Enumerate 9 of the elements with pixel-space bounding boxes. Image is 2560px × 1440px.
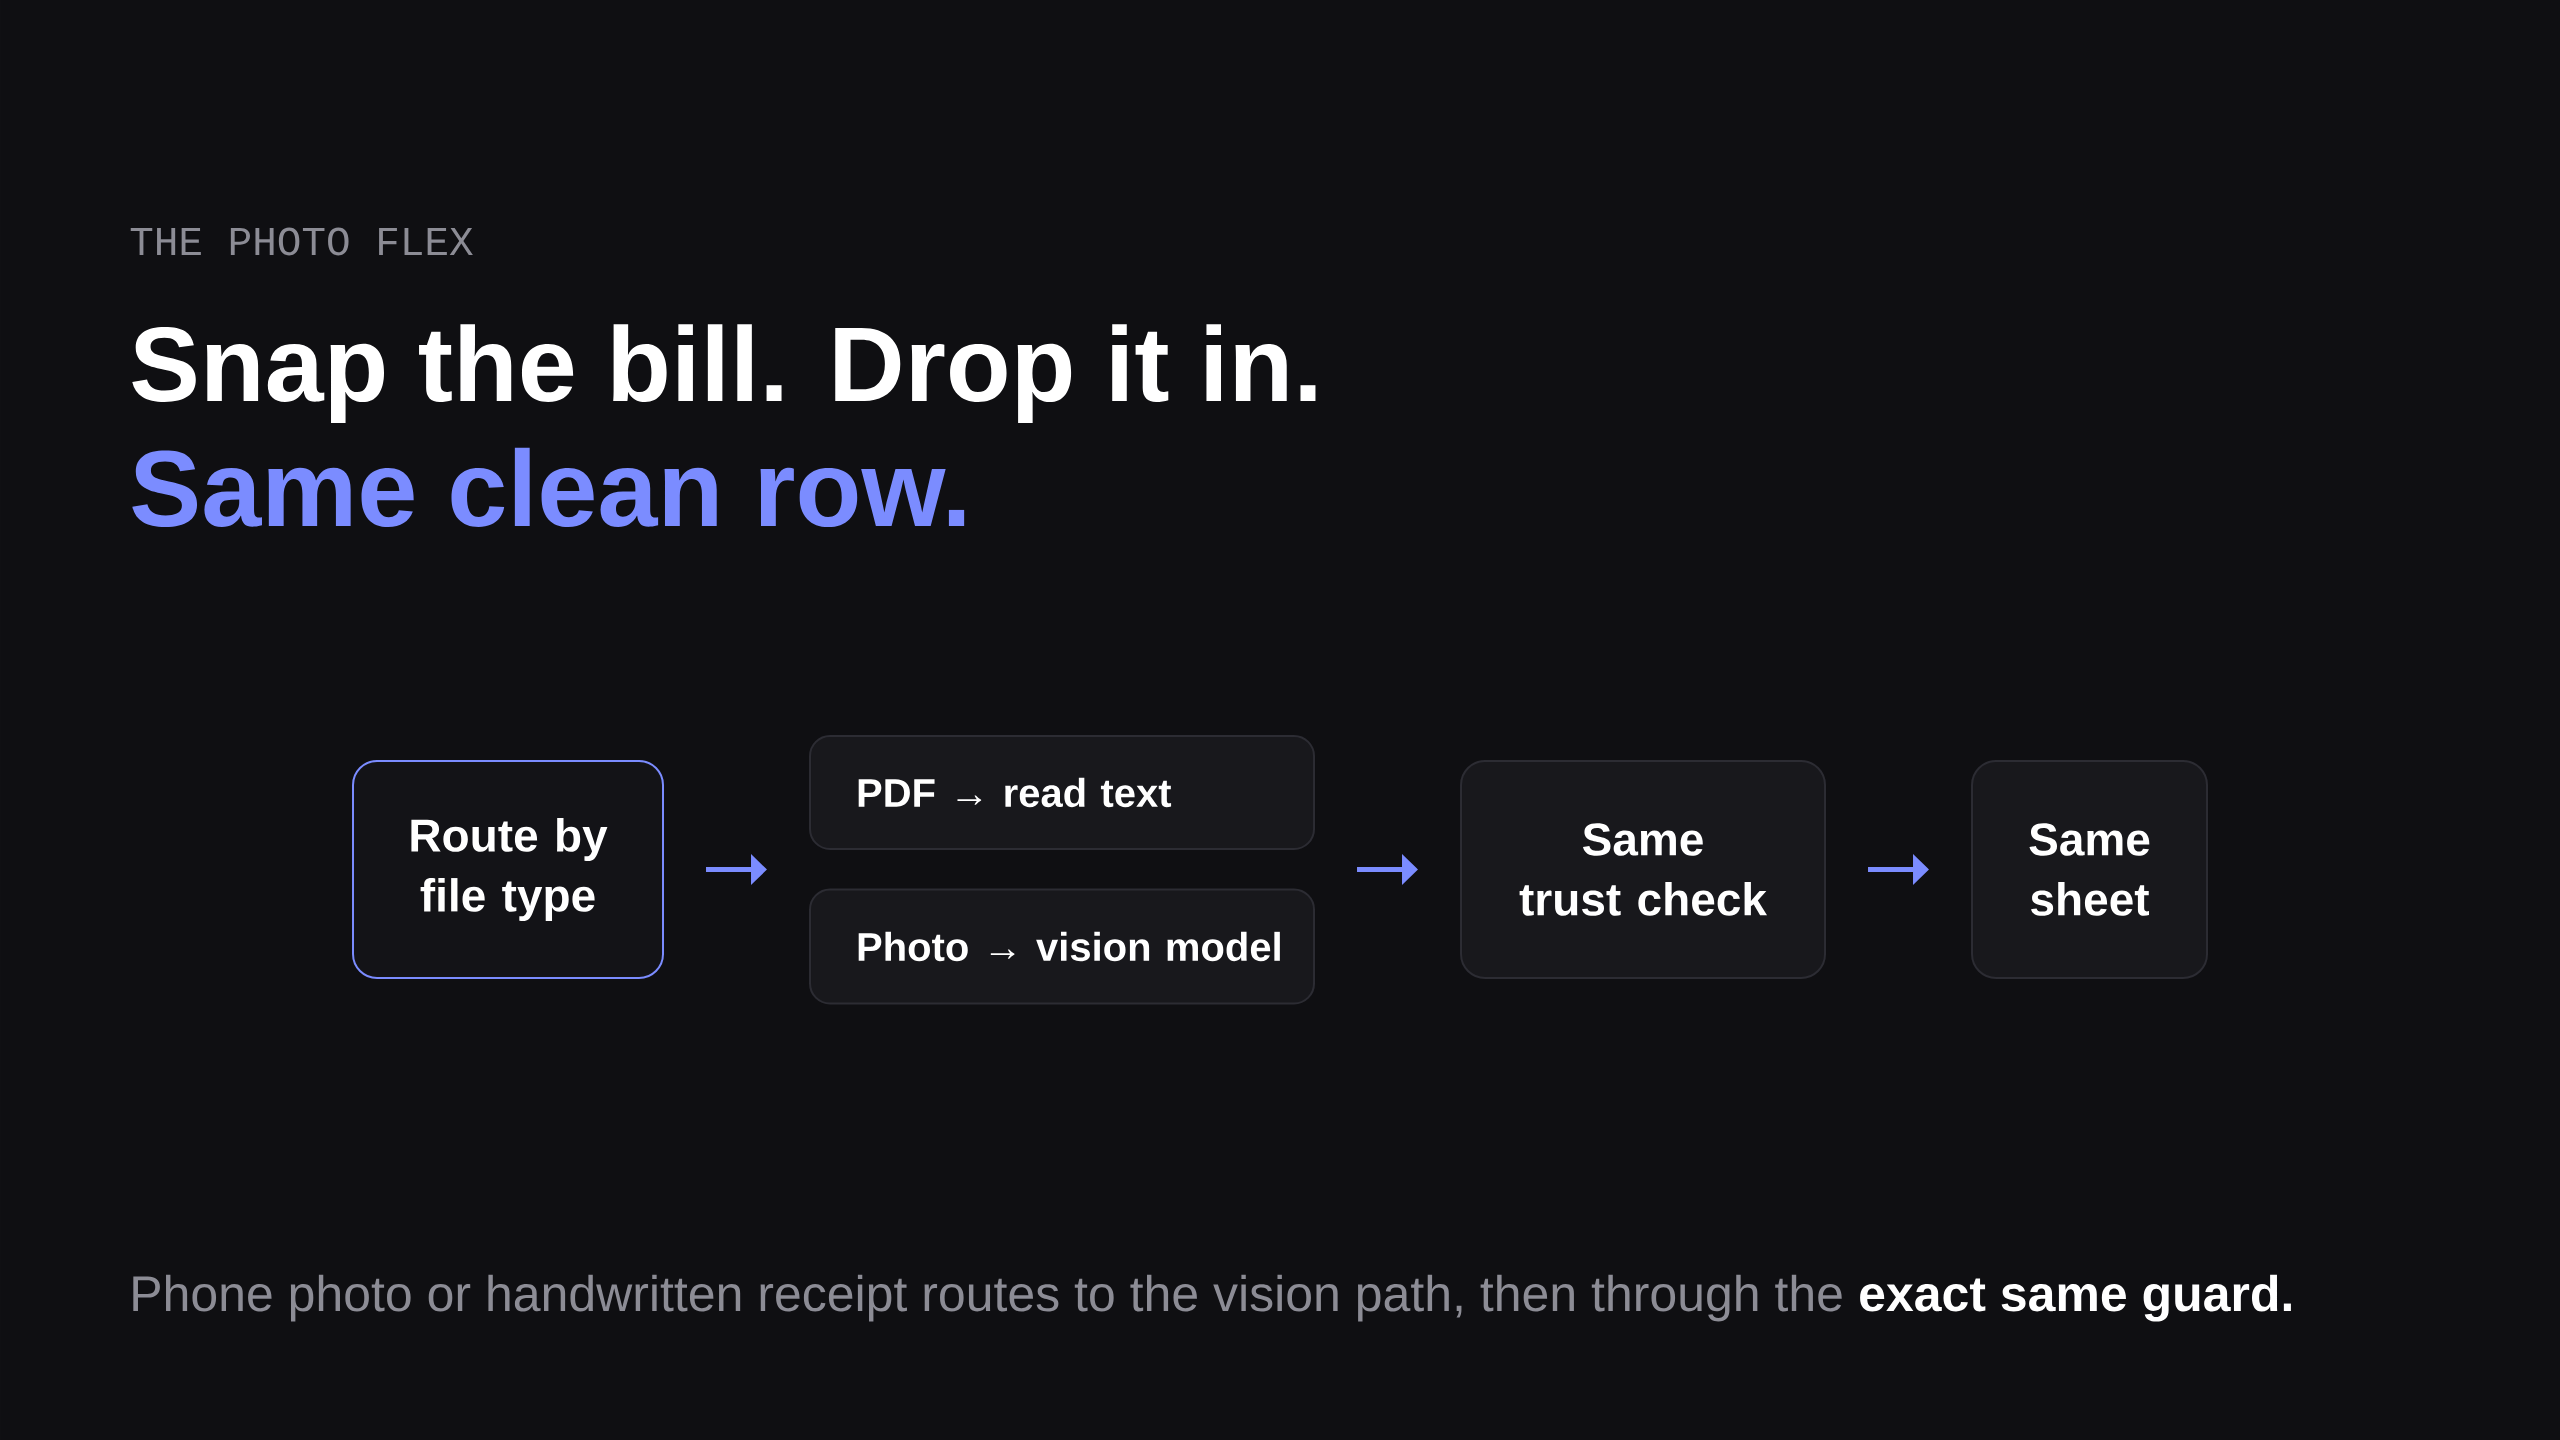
process-box: Same sheet xyxy=(1971,760,2208,979)
eyebrow-label: THE PHOTO FLEX xyxy=(130,227,473,256)
heading: Snap the bill. Drop it in. xyxy=(132,324,1316,423)
process-box: Same trust check xyxy=(1460,760,1826,979)
process-box: PDF → read text xyxy=(809,735,1315,850)
caption: Phone photo or handwritten receipt routes to the vision path, then through the exact same guard. xyxy=(133,1274,2291,1322)
process-box: Photo → vision model xyxy=(809,888,1315,1005)
process-box: Route by file type xyxy=(352,760,664,979)
heading: Same clean row. xyxy=(132,447,965,528)
